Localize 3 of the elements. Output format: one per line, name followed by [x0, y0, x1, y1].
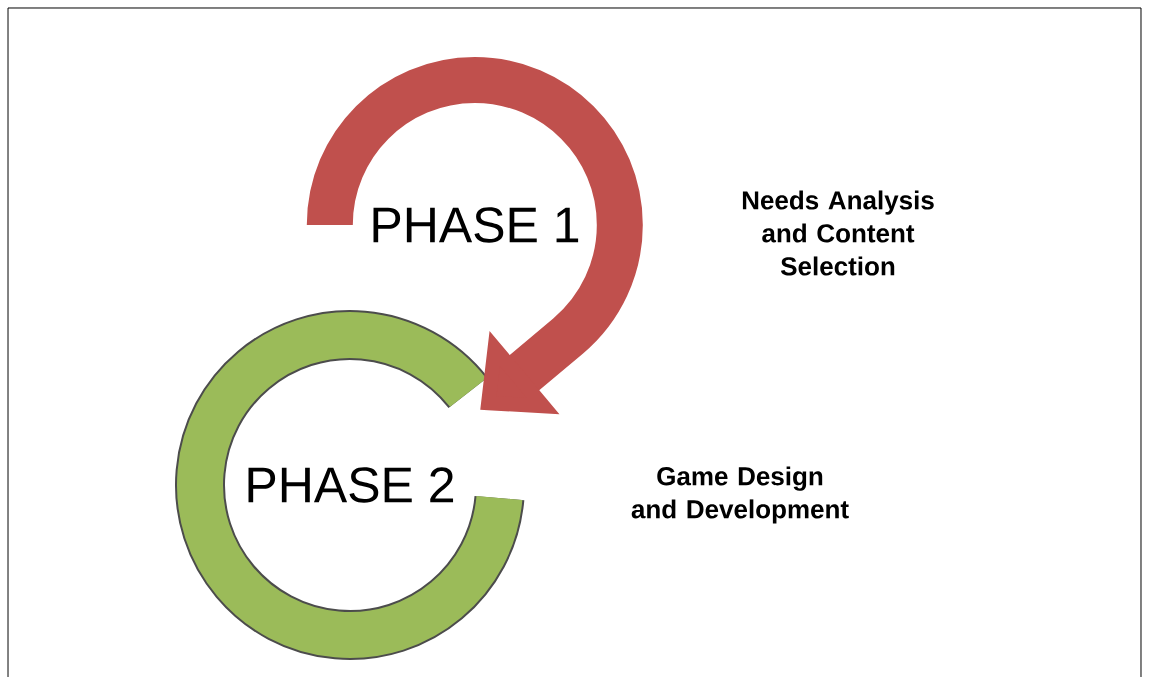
- phase-description: Needs Analysis and Content Selection: [742, 190, 934, 276]
- phase-label: PHASE 1: [373, 207, 579, 243]
- phase-description: Game Design and Development: [631, 466, 849, 524]
